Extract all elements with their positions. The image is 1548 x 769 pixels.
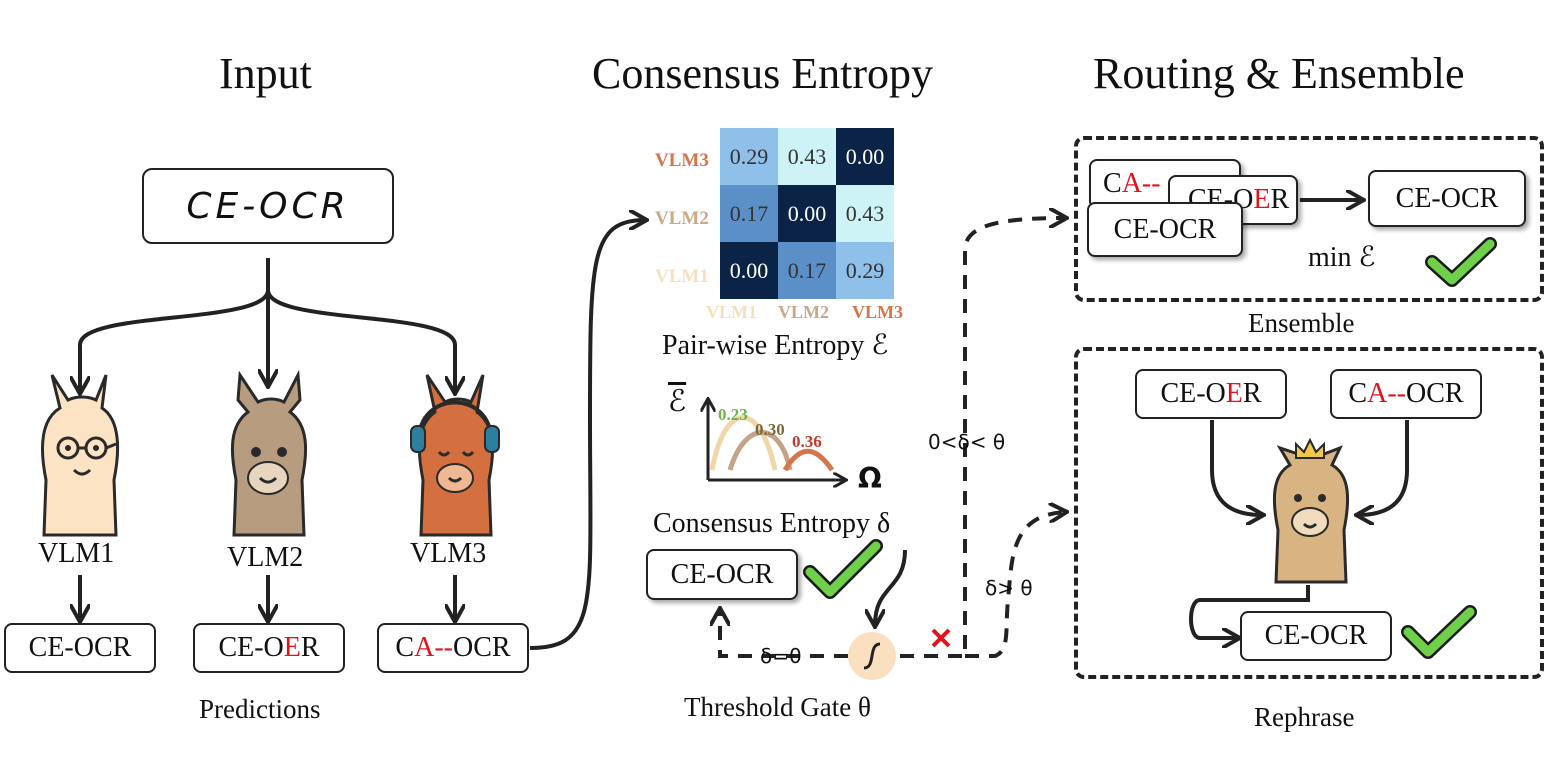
vlm3-label: VLM3 (410, 538, 487, 569)
consensus-title: Consensus Entropy (592, 49, 933, 98)
mid-delta-label: 0<δ< θ (928, 430, 1006, 454)
entropy-curve (709, 415, 778, 471)
matrix-col-label: VLM1 (706, 302, 757, 322)
entropy-y-symbol: ℰ (668, 385, 687, 418)
entropy-curve (782, 448, 835, 472)
entropy-curve (727, 430, 793, 471)
predictions-label: Predictions (199, 694, 321, 724)
min-entropy-label: min ℰ (1308, 242, 1376, 273)
peak-label: 0.23 (718, 405, 748, 424)
high-delta-label: δ> θ (985, 576, 1033, 600)
heatmap-cell: 0.00 (720, 242, 778, 299)
rephrase-left-arrow (1210, 420, 1262, 515)
ensemble-result-box: CE-OCR (1368, 170, 1526, 227)
heatmap-cell: 0.29 (720, 128, 778, 185)
heatmap-cell: 0.43 (836, 185, 894, 242)
entropy-x-symbol: Ω (858, 462, 882, 495)
delta-zero-label: δ=0 (760, 644, 802, 668)
rephrase-output-arrow (1189, 585, 1310, 638)
entropy-heatmap: 0.29 0.43 0.00 0.17 0.00 0.43 0.00 0.17 … (720, 128, 896, 300)
gate-mid-arrow (900, 218, 1065, 658)
input-query-box: CE-OCR (142, 168, 394, 244)
prediction-vlm1: CE-OCR (4, 623, 156, 673)
prediction-arrows (80, 575, 455, 620)
ensemble-panel (1074, 136, 1544, 302)
rephrase-panel (1074, 347, 1544, 679)
threshold-gate-label: Threshold Gate θ (684, 692, 871, 722)
matrix-col-label: VLM2 (778, 302, 829, 322)
ensemble-stack-box: CE-OCR (1087, 202, 1243, 257)
input-to-matrix-arrow (529, 220, 645, 650)
pairwise-entropy-caption: Pair-wise Entropy ℰ (662, 330, 889, 361)
heatmap-cell: 0.00 (836, 128, 894, 185)
matrix-row-label: VLM1 (655, 266, 709, 287)
gate-zero-arrow (720, 610, 848, 658)
delta-to-gate-arrow (875, 549, 907, 625)
rephrase-result-box: CE-OCR (1240, 611, 1392, 661)
routing-title: Routing & Ensemble (1093, 49, 1465, 98)
peak-label: 0.36 (792, 432, 822, 451)
consensus-entropy-label: Consensus Entropy δ (653, 508, 891, 539)
red-x-icon (931, 628, 951, 648)
peak-label: 0.30 (755, 420, 785, 439)
heatmap-cell: 0.00 (778, 185, 836, 242)
vlm1-label: VLM1 (38, 538, 115, 569)
gate-high-arrow (965, 512, 1065, 658)
heatmap-cell: 0.29 (836, 242, 894, 299)
ensemble-label: Ensemble (1248, 308, 1355, 338)
matrix-col-label: VLM3 (852, 302, 903, 322)
input-tree-arrows (80, 258, 455, 392)
rephrase-right-arrow (1358, 420, 1409, 515)
heatmap-cell: 0.17 (720, 185, 778, 242)
matrix-row-label: VLM3 (655, 150, 709, 171)
gate-output-box: CE-OCR (646, 549, 798, 600)
heatmap-cell: 0.17 (778, 242, 836, 299)
vlm2-label: VLM2 (227, 542, 304, 573)
input-title: Input (219, 49, 312, 98)
matrix-row-label: VLM2 (655, 208, 709, 229)
heatmap-cell: 0.43 (778, 128, 836, 185)
rephrase-label: Rephrase (1254, 702, 1355, 732)
